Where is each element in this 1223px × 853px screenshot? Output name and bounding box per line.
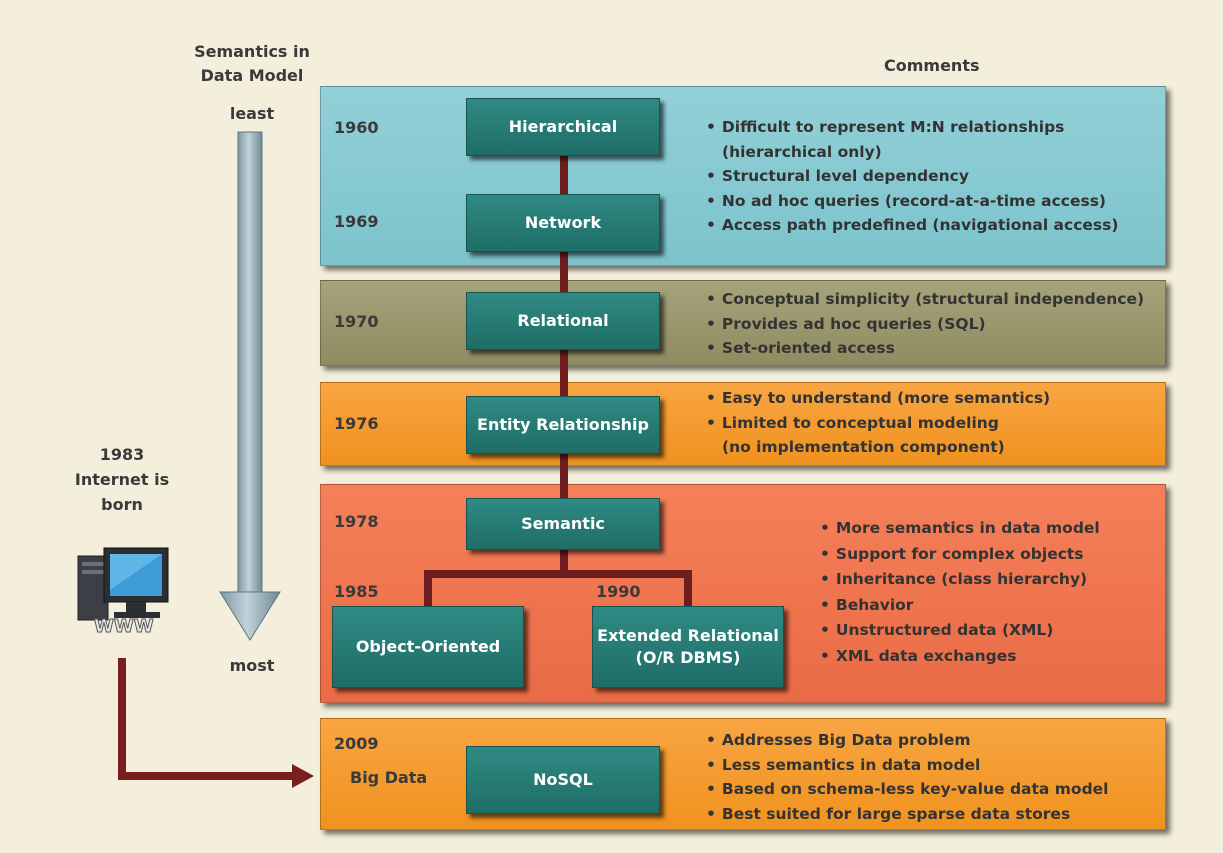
year-1970: 1970	[334, 312, 379, 331]
comment-item: (no implementation component)	[722, 438, 1005, 456]
semantics-title-line1: Semantics in	[194, 42, 310, 61]
year-1990: 1990	[596, 582, 641, 601]
comments-relational: Conceptual simplicity (structural indepe…	[706, 287, 1144, 361]
comment-item: Access path predefined (navigational acc…	[706, 213, 1119, 238]
big-data-label: Big Data	[350, 768, 428, 787]
model-box-semantic: Semantic	[466, 498, 660, 550]
year-1969: 1969	[334, 212, 379, 231]
model-label-object-oriented: Object-Oriented	[355, 637, 501, 656]
internet-born-label: 1983 Internet is born	[58, 442, 186, 517]
internet-to-bigdata-arrow	[118, 658, 314, 788]
www-icon-text: WWW	[94, 616, 154, 637]
connector-branch-oo	[424, 570, 432, 608]
model-box-network: Network	[466, 194, 660, 252]
connector-hier-network	[560, 154, 568, 194]
comment-item: Limited to conceptual modeling	[706, 411, 1050, 436]
comments-entity-relationship: Easy to understand (more semantics) Limi…	[706, 386, 1050, 460]
model-box-nosql: NoSQL	[466, 746, 660, 814]
comments-nosql: Addresses Big Data problem Less semantic…	[706, 728, 1109, 827]
comment-item: Based on schema-less key-value data mode…	[706, 777, 1109, 802]
comment-item: Easy to understand (more semantics)	[706, 386, 1050, 411]
model-box-hierarchical: Hierarchical	[466, 98, 660, 156]
comments-title: Comments	[884, 56, 980, 75]
comment-item: Best suited for large sparse data stores	[706, 802, 1108, 827]
semantics-down-arrow	[219, 131, 281, 641]
year-1978: 1978	[334, 512, 379, 531]
comment-item: Unstructured data (XML)	[820, 618, 1100, 644]
connector-network-relational	[560, 250, 568, 294]
most-label: most	[229, 656, 275, 675]
comment-item: Behavior	[820, 593, 1100, 619]
comment-item: Structural level dependency	[706, 164, 1118, 189]
model-label-relational: Relational	[517, 311, 609, 330]
comments-semantic: More semantics in data model Support for…	[820, 516, 1100, 669]
comment-item: Set-oriented access	[706, 336, 1144, 361]
comment-item: Difficult to represent M:N relationships	[706, 115, 1118, 140]
comment-item: Conceptual simplicity (structural indepe…	[706, 287, 1144, 312]
model-box-relational: Relational	[466, 292, 660, 350]
computer-www-icon: WWW	[77, 547, 169, 638]
model-box-extended-relational: Extended Relational (O/R DBMS)	[592, 606, 784, 688]
connector-branch-ext	[684, 570, 692, 608]
comment-item: XML data exchanges	[820, 644, 1100, 670]
model-box-object-oriented: Object-Oriented	[332, 606, 524, 688]
model-label-hierarchical: Hierarchical	[508, 117, 618, 136]
connector-semantic-branch	[560, 546, 568, 572]
internet-line2: Internet is	[74, 470, 170, 489]
least-label: least	[229, 104, 275, 123]
internet-line3: born	[101, 495, 143, 514]
model-box-entity-relationship: Entity Relationship	[466, 396, 660, 454]
comment-item: More semantics in data model	[820, 516, 1100, 542]
model-label-nosql: NoSQL	[533, 770, 593, 789]
year-2009: 2009	[334, 734, 379, 753]
semantics-axis-title: Semantics in Data Model	[188, 40, 316, 88]
internet-year: 1983	[99, 445, 145, 464]
comment-item: (hierarchical only)	[722, 142, 882, 161]
comment-item: Provides ad hoc queries (SQL)	[706, 312, 1144, 337]
year-1960: 1960	[334, 118, 379, 137]
semantics-title-line2: Data Model	[200, 66, 304, 85]
comment-item: Inheritance (class hierarchy)	[820, 567, 1100, 593]
model-label-extended-relational: Extended Relational	[597, 626, 779, 645]
comment-item: Support for complex objects	[820, 542, 1100, 568]
year-1976: 1976	[334, 414, 379, 433]
comment-item: No ad hoc queries (record-at-a-time acce…	[706, 189, 1118, 214]
connector-relational-er	[560, 348, 568, 396]
comment-item: Less semantics in data model	[706, 753, 1108, 778]
connector-branch-horizontal	[424, 570, 692, 578]
year-1985: 1985	[334, 582, 379, 601]
comment-item: Addresses Big Data problem	[706, 728, 1108, 753]
model-label-semantic: Semantic	[521, 514, 605, 533]
comments-hierarchical-network: Difficult to represent M:N relationships…	[706, 115, 1119, 238]
model-label-entity-relationship: Entity Relationship	[477, 415, 649, 434]
model-label-or-dbms: (O/R DBMS)	[635, 648, 741, 667]
model-label-network: Network	[524, 213, 602, 232]
connector-er-semantic	[560, 452, 568, 500]
